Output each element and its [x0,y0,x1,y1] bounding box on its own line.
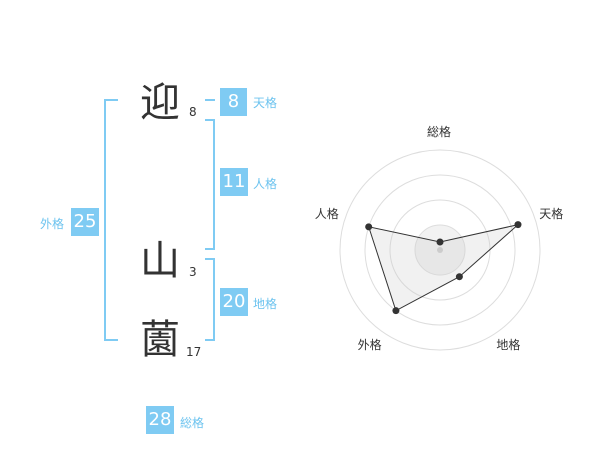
soukaku-label: 総格 [180,416,205,430]
radar-axis-label: 総格 [427,125,452,139]
chikaku-bracket [205,258,215,341]
jinkaku-bracket [205,119,215,250]
radar-ring [364,174,516,326]
stroke-count-1: 8 [189,105,197,119]
name-char-3: 薗 [140,317,180,363]
gaikaku-value: 25 [71,208,99,236]
stroke-count-3: 17 [186,345,202,359]
chikaku-label: 地格 [253,297,278,311]
radar-center [437,247,443,253]
soukaku-value: 28 [146,406,174,434]
radar-point [392,307,400,315]
radar-axis-label: 天格 [539,206,564,221]
gaikaku-bracket [104,99,118,341]
radar-axis-label: 地格 [496,338,521,353]
radar-point [365,223,373,231]
tenkaku-label: 天格 [253,96,278,110]
tenkaku-value: 8 [220,88,247,116]
name-char-2: 山 [140,238,180,284]
jinkaku-label: 人格 [253,177,278,191]
radar-axis-label: 外格 [357,338,382,353]
jinkaku-value: 11 [220,168,248,196]
radar-ring [339,149,541,351]
radar-point [436,238,444,246]
radar-point [514,221,522,229]
radar-axis-label: 人格 [314,206,339,221]
chikaku-value: 20 [220,288,248,316]
name-char-1: 迎 [140,80,180,126]
radar-area [367,223,520,312]
radar-point [455,273,463,281]
stroke-count-2: 3 [189,265,197,279]
gaikaku-label: 外格 [40,217,65,231]
